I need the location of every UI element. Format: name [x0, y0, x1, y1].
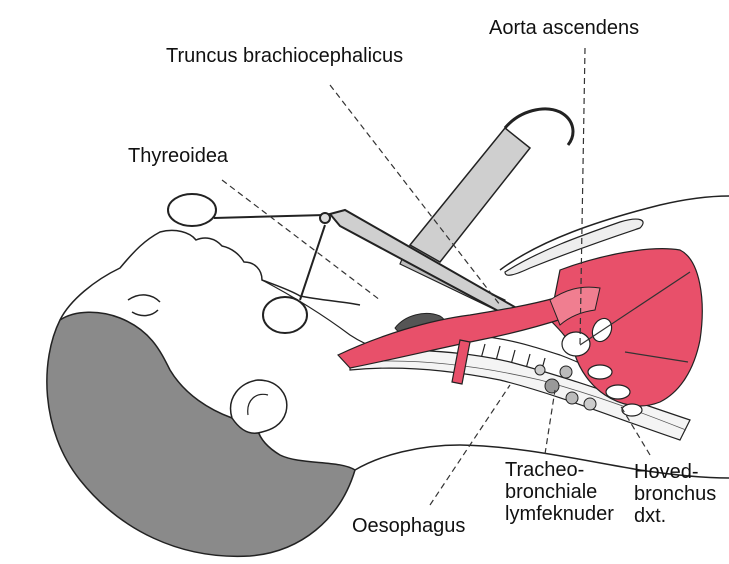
forceps: [167, 193, 522, 334]
ear: [229, 379, 288, 434]
label-oesophagus: Oesophagus: [352, 515, 466, 537]
bronchus-leader-solid: [624, 351, 689, 363]
label-line: lymfeknuder: [505, 503, 614, 525]
leader-lines: [221, 47, 651, 506]
retractor-hook: [503, 107, 575, 146]
label-line: dxt.: [634, 505, 667, 527]
label-line: bronchus: [634, 483, 717, 505]
label-line: Tracheo-: [505, 459, 585, 481]
face-outline: [59, 229, 361, 321]
vessel-branch: [451, 339, 471, 385]
label-thyreoidea: Thyreoidea: [128, 145, 229, 167]
sternum-cut: [504, 218, 644, 276]
neck-outline: [354, 444, 729, 479]
label-tracheobronchiale-lymfeknuder: Tracheo- bronchiale lymfeknuder: [505, 459, 614, 525]
retractor-blade: [408, 126, 532, 263]
label-aorta-ascendens: Aorta ascendens: [489, 17, 640, 39]
lymph-nodes: [534, 364, 597, 411]
hair: [46, 311, 356, 558]
arch-connector: [549, 286, 601, 326]
label-line: Hoved-: [634, 461, 699, 483]
chest-wall: [499, 195, 729, 271]
label-hovedbronchus-dxt: Hoved- bronchus dxt.: [634, 461, 716, 527]
aorta-leader-solid: [579, 271, 691, 346]
label-line: bronchiale: [505, 481, 598, 503]
label-truncus-brachiocephalicus: Truncus brachiocephalicus: [166, 45, 404, 67]
eye: [127, 294, 161, 317]
